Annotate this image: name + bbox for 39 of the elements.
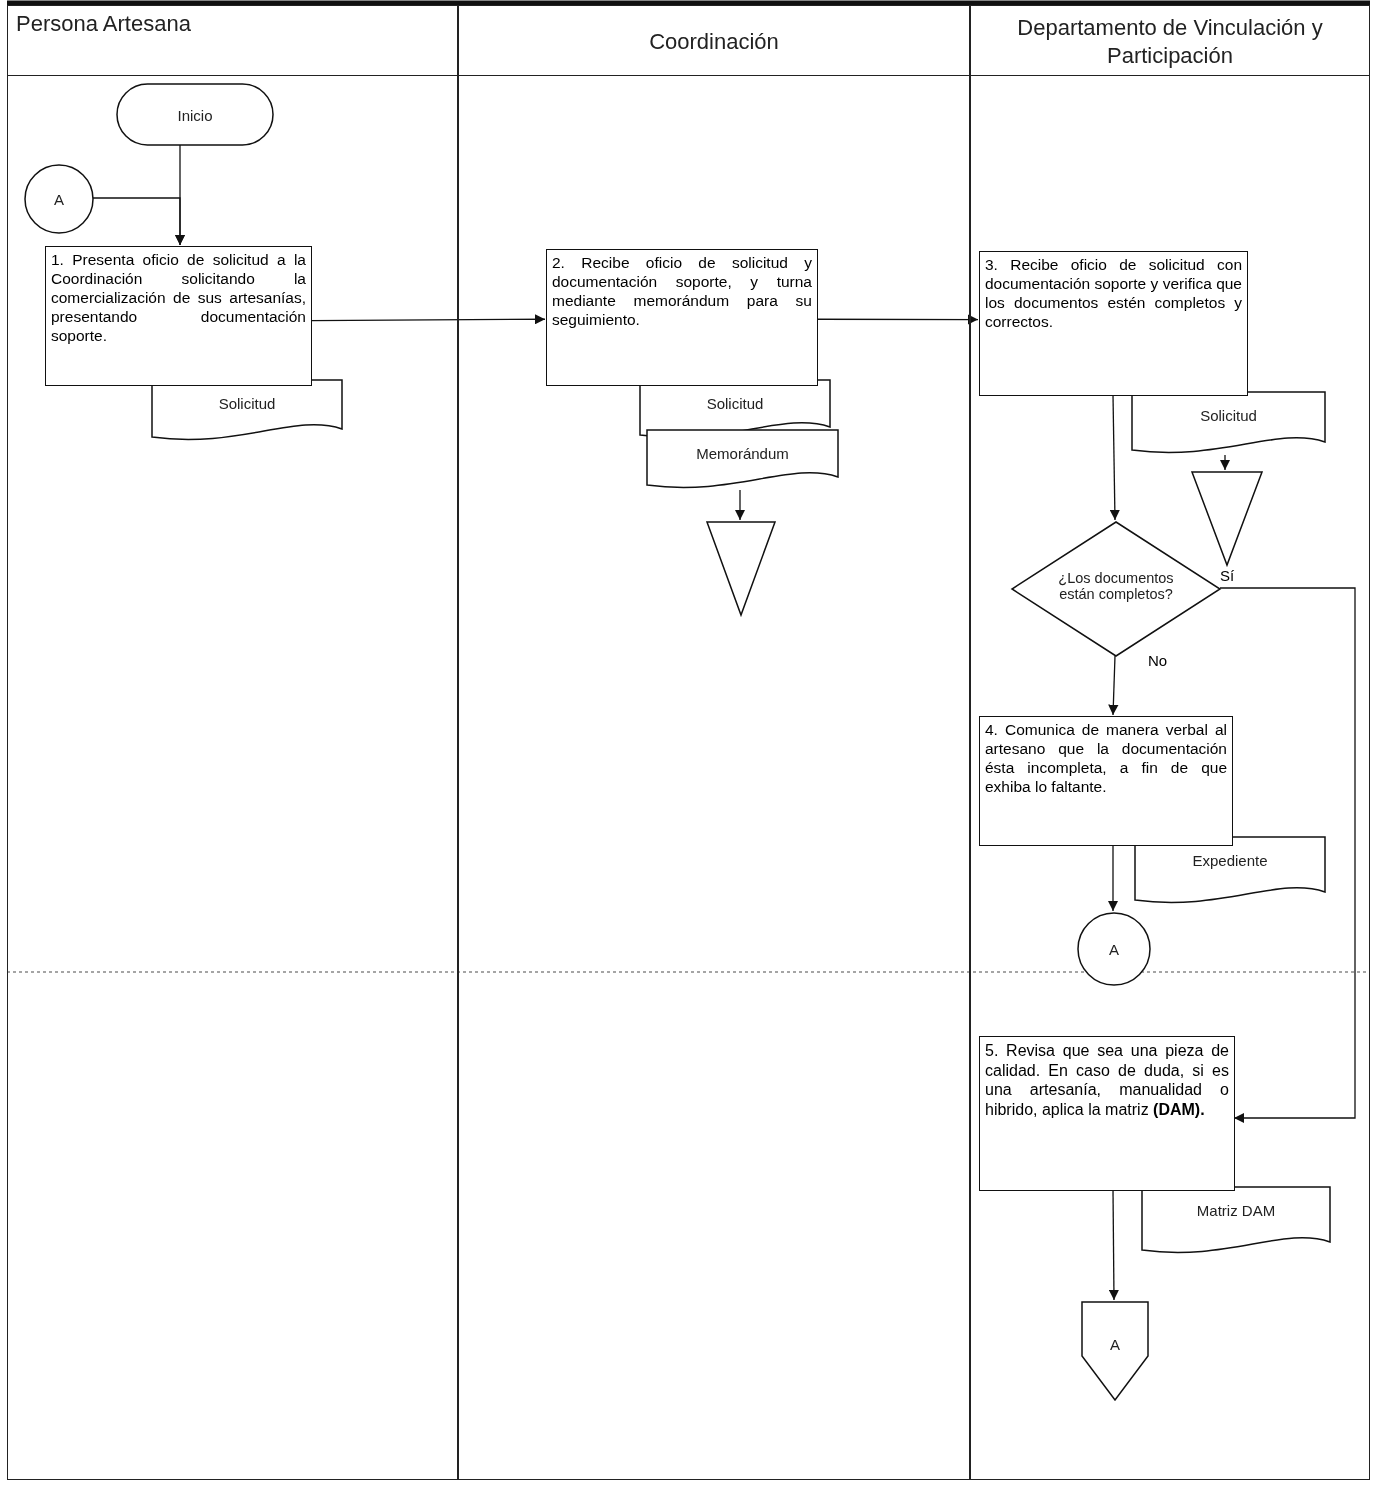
connector-circle [24, 164, 94, 234]
archive-triangle [706, 521, 776, 616]
arrow [1219, 454, 1231, 471]
offpage-connector [1081, 1301, 1149, 1401]
swimlane [970, 5, 1370, 1480]
shape-label: ¿Los documentos están completos? [1057, 570, 1175, 602]
swimlane [7, 5, 458, 1480]
shape-label: Inicio [176, 106, 214, 123]
arrow [310, 314, 546, 325]
arrow [1219, 587, 1356, 1124]
shape-label: Memorándum [695, 445, 790, 462]
shape-label: A [1108, 940, 1120, 958]
document-shape [646, 429, 839, 491]
shape-label: A [1109, 1336, 1121, 1353]
arrow [1108, 655, 1119, 716]
lane-header: Persona Artesana [16, 10, 192, 38]
decision-diamond [1011, 521, 1221, 657]
arrow [1107, 844, 1119, 912]
arrow [734, 489, 746, 521]
lane-header: Departamento de Vinculación y Participación [1016, 14, 1324, 69]
document-shape [1134, 836, 1326, 906]
swimlane [458, 5, 970, 1480]
arrow [816, 314, 979, 325]
arrow [92, 197, 186, 246]
lane-header: Coordinación [648, 28, 780, 56]
edge-label: Sí [1218, 567, 1237, 584]
document-shape [1141, 1186, 1331, 1256]
arrow [1108, 1189, 1120, 1301]
shape-label: Solicitud [1199, 407, 1258, 424]
arrow [1109, 394, 1121, 521]
archive-triangle [1191, 471, 1263, 566]
document-shape [151, 379, 343, 443]
connector-circle [1077, 912, 1151, 986]
shape-label: Matriz DAM [1195, 1202, 1277, 1219]
document-shape [1131, 391, 1326, 456]
shape-label: Solicitud [217, 395, 277, 412]
shape-label: A [53, 190, 65, 208]
shape-label: Expediente [1191, 852, 1269, 869]
shape-label: Solicitud [705, 395, 765, 412]
